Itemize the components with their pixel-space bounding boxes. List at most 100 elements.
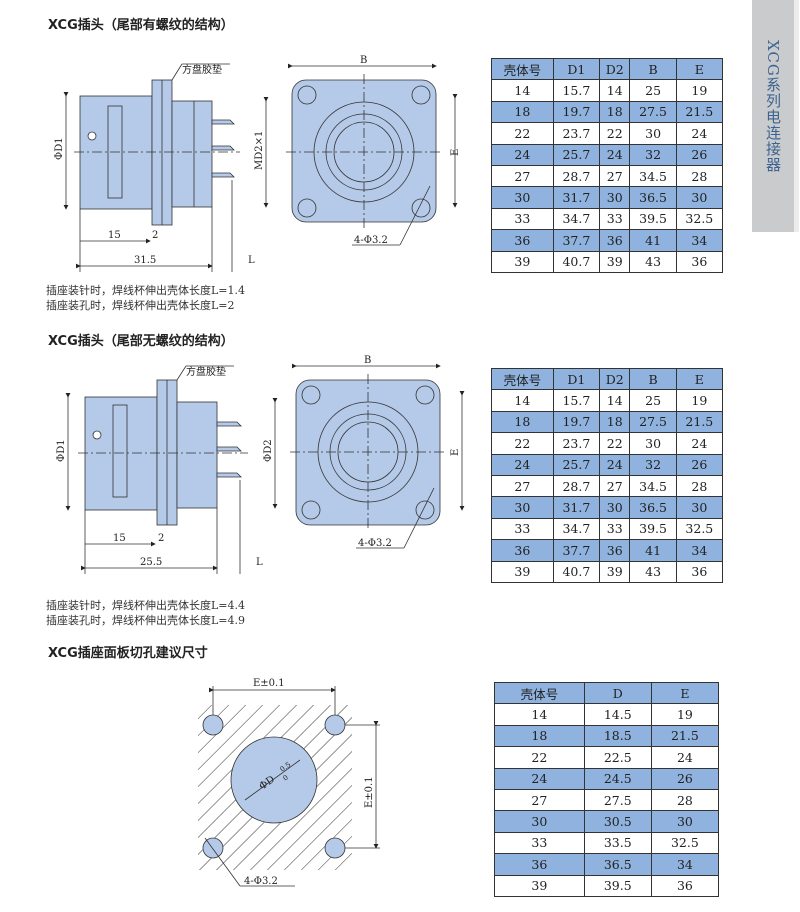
section-title-1: XCG插头（尾部有螺纹的结构）: [48, 18, 234, 33]
table-cell: 26: [675, 453, 724, 476]
gasket-label-1: 方盘胶垫: [182, 63, 222, 76]
table-cell: 19: [675, 79, 724, 102]
E-label-1: E: [450, 149, 461, 156]
d1-label-2: ΦD1: [56, 439, 67, 462]
table-cell: 14.5: [583, 703, 652, 726]
d-tol-lower: 0: [282, 774, 290, 783]
E-label-2: E: [450, 449, 461, 456]
table-cell: 32: [629, 143, 677, 166]
table-cell: 18: [491, 100, 554, 124]
table-cell: 21.5: [675, 100, 724, 124]
note: 插座装孔时，焊线杯伸出壳体长度L=2: [46, 299, 235, 312]
header-cell: 壳体号: [491, 57, 554, 81]
table-cell: 30: [599, 186, 631, 209]
table-cell: 14: [599, 79, 631, 102]
note: 插座装针时，焊线杯伸出壳体长度L=1.4: [46, 284, 246, 297]
table-cell: 34: [675, 539, 724, 562]
table-cell: 34.7: [552, 207, 601, 231]
table-cell: 30: [491, 186, 554, 209]
table-cell: 40.7: [552, 560, 601, 583]
table-cell: 18: [491, 410, 554, 434]
table-cell: 30: [494, 810, 585, 833]
notes-2: 插座装针时，焊线杯伸出壳体长度L=4.4 插座装孔时，焊线杯伸出壳体长度L=4.…: [46, 598, 245, 628]
table-cell: 36: [675, 560, 724, 583]
table-cell: 39: [599, 560, 631, 583]
holes-label-2: 4-Φ3.2: [358, 538, 392, 549]
table-cell: 28.7: [552, 474, 601, 498]
side-tab: XCG系列电连接器: [752, 0, 799, 232]
table-cell: 39: [491, 560, 554, 583]
table-cell: 32.5: [650, 831, 720, 855]
gasket-label-2: 方盘胶垫: [186, 365, 226, 378]
dim-L-2: L: [256, 557, 263, 568]
table-cell: 36: [650, 874, 720, 897]
table-cell: 36.5: [583, 853, 652, 876]
header-cell: E: [675, 367, 724, 391]
table-cell: 18: [494, 724, 585, 748]
table-cell: 27.5: [629, 100, 677, 124]
table-cell: 24: [494, 767, 585, 790]
notes-1: 插座装针时，焊线杯伸出壳体长度L=1.4 插座装孔时，焊线杯伸出壳体长度L=2: [46, 283, 245, 313]
section-title-2: XCG插头（尾部无螺纹的结构）: [48, 334, 234, 349]
connector-side-view-2: [65, 365, 278, 574]
header-cell: 壳体号: [494, 681, 585, 705]
table-cell: 24: [599, 143, 631, 166]
table-cell: 34: [650, 853, 720, 876]
table-cell: 24: [675, 432, 724, 455]
table-cell: 24.5: [583, 767, 652, 790]
e-horizontal-label: E±0.1: [253, 678, 285, 689]
table-cell: 43: [629, 560, 677, 583]
header-cell: D2: [599, 367, 631, 391]
table-cell: 32.5: [675, 517, 724, 541]
header-cell: D2: [599, 57, 631, 81]
header-cell: 壳体号: [491, 367, 554, 391]
table-cell: 30: [491, 496, 554, 519]
holes-label-1: 4-Φ3.2: [354, 235, 388, 246]
note: 插座装针时，焊线杯伸出壳体长度L=4.4: [46, 599, 246, 612]
table-cell: 27: [599, 474, 631, 498]
table-cell: 24: [650, 746, 720, 769]
table-cell: 15.7: [552, 79, 601, 102]
d1-label-1: ΦD1: [54, 137, 65, 160]
holes-label-3: 4-Φ3.2: [244, 876, 278, 887]
dim-total-2: 25.5: [140, 557, 162, 568]
table-cell: 33: [491, 207, 554, 231]
table-cell: 36: [599, 539, 631, 562]
table-cell: 21.5: [650, 724, 720, 748]
table-cell: 41: [629, 229, 677, 252]
panel-cutout-drawing: [198, 686, 380, 887]
table-cell: 30: [650, 810, 720, 833]
table-cell: 36.5: [629, 186, 677, 209]
table-cell: 39: [599, 250, 631, 273]
table-cell: 36: [491, 539, 554, 562]
table-cell: 43: [629, 250, 677, 273]
table-cell: 39.5: [583, 874, 652, 897]
note: 插座装孔时，焊线杯伸出壳体长度L=4.9: [46, 614, 246, 627]
table-cell: 19.7: [552, 100, 601, 124]
table-cell: 18: [599, 410, 631, 434]
table-cell: 36: [491, 229, 554, 252]
table-cell: 30: [629, 122, 677, 145]
table-cell: 39: [491, 250, 554, 273]
table-cell: 41: [629, 539, 677, 562]
